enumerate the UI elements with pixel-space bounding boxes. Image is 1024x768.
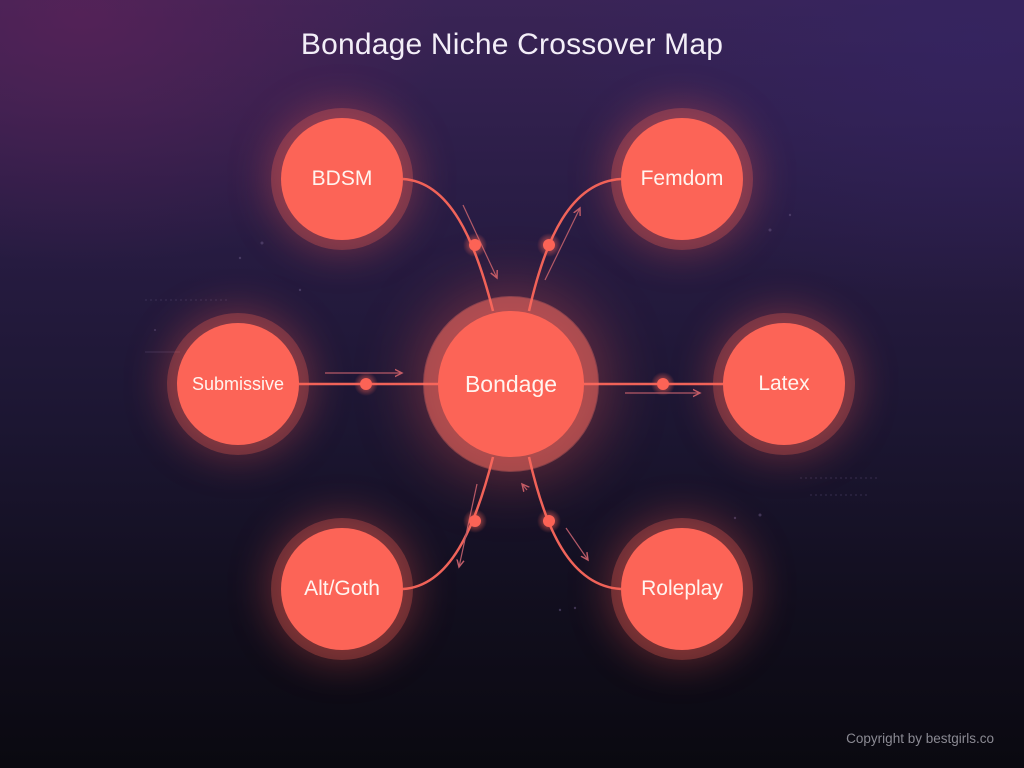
edge-bondage-roleplay: [527, 456, 622, 591]
node-label: BDSM: [311, 167, 373, 190]
copyright-footer: Copyright by bestgirls.co: [846, 731, 994, 746]
node-bondage[interactable]: Bondage: [438, 311, 584, 457]
node-label: Alt/Goth: [304, 577, 380, 600]
node-submissive[interactable]: Submissive: [177, 323, 299, 445]
edge-midpoint-dots: [354, 233, 675, 533]
node-label: Roleplay: [641, 577, 723, 600]
node-label: Submissive: [191, 373, 285, 394]
background-particles: [154, 213, 792, 612]
edge-bondage-alt-goth: [402, 456, 495, 591]
node-label: Femdom: [640, 167, 724, 190]
node-alt-goth[interactable]: Alt/Goth: [281, 528, 403, 650]
node-label: Latex: [758, 372, 810, 395]
node-bdsm[interactable]: BDSM: [281, 118, 403, 240]
node-latex[interactable]: Latex: [723, 323, 845, 445]
node-label: Bondage: [464, 370, 558, 397]
edge-bondage-bdsm: [402, 177, 495, 312]
node-roleplay[interactable]: Roleplay: [621, 528, 743, 650]
page-title: Bondage Niche Crossover Map: [300, 28, 724, 61]
background-dashes: [145, 299, 880, 496]
node-femdom[interactable]: Femdom: [621, 118, 743, 240]
edge-bondage-femdom: [527, 177, 622, 312]
